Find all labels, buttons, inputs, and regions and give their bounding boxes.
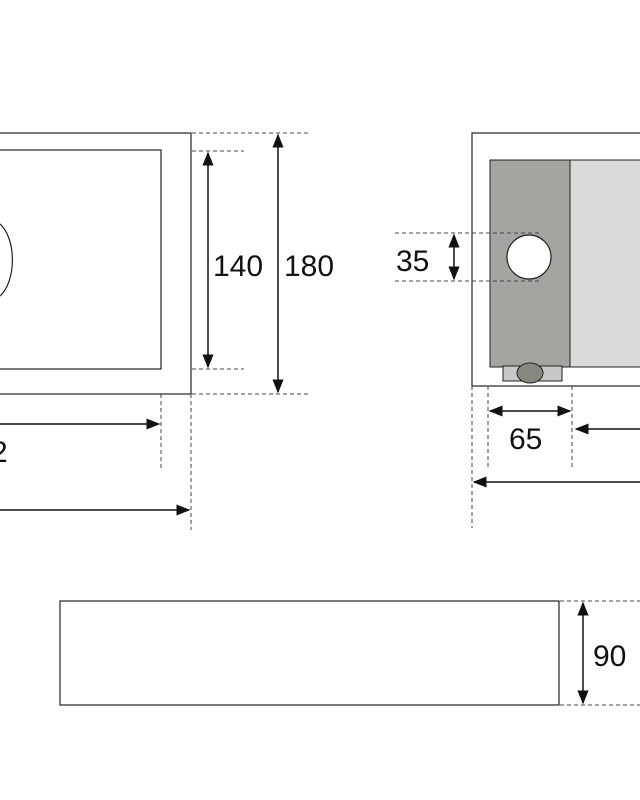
- outer-height-label: 180: [284, 250, 334, 283]
- drain-hole: [506, 234, 552, 280]
- hole-offset-label: 65: [509, 423, 542, 456]
- hole-size-label: 35: [396, 245, 429, 278]
- depth-label: 90: [593, 640, 626, 673]
- front-view: 90: [59, 600, 640, 706]
- drain-knob: [516, 362, 544, 384]
- inner-width-label: 2: [0, 436, 8, 469]
- basin-inner-outline: [0, 149, 162, 370]
- top-view: 140 180 2: [0, 132, 334, 530]
- side-view: 35 65: [395, 132, 640, 528]
- inner-height-label: 140: [213, 250, 263, 283]
- basin-outer-outline: [0, 132, 192, 395]
- front-outline: [59, 600, 560, 706]
- side-light-panel: [569, 159, 640, 368]
- drain-hole-partial: [0, 223, 13, 297]
- side-outer-outline: [471, 132, 640, 387]
